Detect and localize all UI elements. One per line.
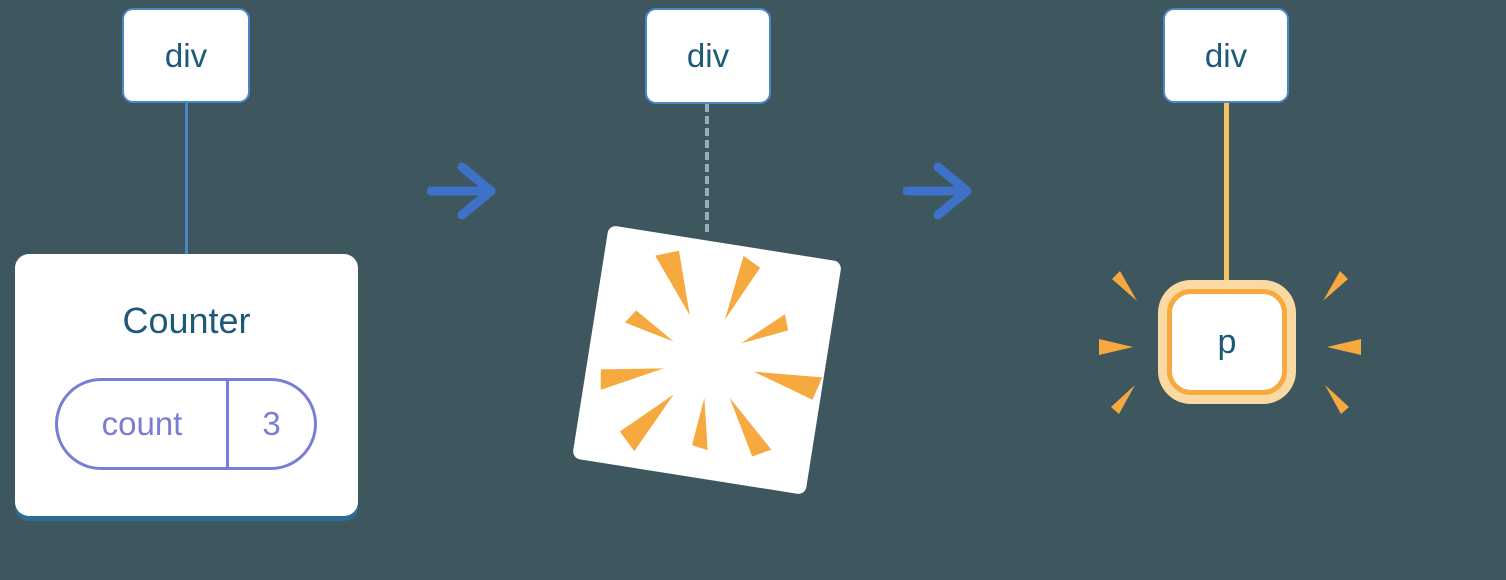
connector-line-blue (185, 100, 188, 258)
dom-node-div-during: div (645, 8, 771, 104)
dom-node-p: p (1167, 289, 1287, 395)
poof-burst-icon (535, 188, 878, 531)
dom-node-label: div (1204, 36, 1248, 74)
state-pill: count 3 (55, 378, 317, 470)
connector-line-orange (1224, 100, 1229, 292)
arrow-right-icon (427, 160, 501, 222)
dom-node-div-before: div (122, 8, 250, 103)
dom-node-label: div (686, 37, 730, 74)
dom-node-label: div (164, 36, 208, 74)
p-node-label: p (1217, 322, 1237, 361)
arrow-right-icon (903, 160, 977, 222)
sparkle-icon (1085, 255, 1375, 435)
state-value: 3 (262, 405, 281, 442)
state-key: count (58, 381, 229, 467)
dashed-connector-line (705, 104, 709, 232)
dom-node-div-after: div (1163, 8, 1289, 103)
component-title: Counter (122, 300, 251, 341)
counter-component-card: Counter count 3 (15, 254, 358, 516)
